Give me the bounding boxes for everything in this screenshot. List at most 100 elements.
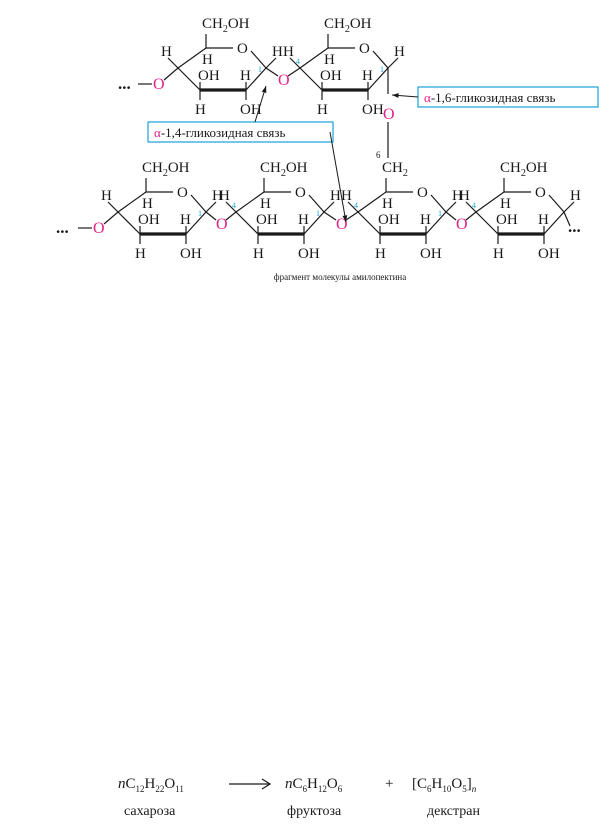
bond-line — [289, 57, 301, 69]
callout-label: α-1,4-гликозидная связь — [154, 125, 286, 140]
ch2oh-label: CH2OH — [260, 160, 308, 179]
glycosidic-oxygen: O — [153, 76, 165, 93]
ch2oh-label: CH2OH — [202, 16, 250, 35]
sucrose-label: сахароза — [124, 804, 176, 819]
bond-line — [465, 201, 477, 213]
oh-label: OH — [320, 68, 342, 84]
bond-line — [475, 191, 505, 213]
h-label: H — [219, 188, 230, 204]
h-label: H — [212, 188, 223, 204]
bond-line — [235, 191, 265, 213]
h-label: H — [101, 188, 112, 204]
oh-label: OH — [362, 102, 384, 118]
bond-line — [177, 47, 207, 69]
sucrose-formula: nC12H22O11 — [118, 776, 184, 794]
oh-label: OH — [180, 246, 202, 262]
oh-label: OH — [538, 246, 560, 262]
carbon-number-1: 1 — [438, 209, 442, 218]
bond-line — [205, 201, 217, 213]
bond-line — [205, 211, 217, 221]
reaction-arrow-icon — [229, 778, 271, 790]
bond-line — [357, 211, 381, 235]
h-label: H — [538, 212, 549, 228]
oh-label: OH — [198, 68, 220, 84]
bond-line — [107, 201, 119, 213]
bond-line — [387, 57, 399, 69]
oh-label: OH — [138, 212, 160, 228]
bond-line — [465, 211, 477, 221]
bond-line — [177, 67, 201, 91]
h-label: H — [382, 196, 393, 212]
glycosidic-oxygen: O — [216, 216, 228, 233]
plus-sign: + — [385, 776, 394, 792]
h-label: H — [452, 188, 463, 204]
glycosidic-oxygen: O — [336, 216, 348, 233]
bond-line — [235, 211, 259, 235]
bond-line — [103, 211, 119, 225]
fructose-label: фруктоза — [287, 804, 342, 819]
ring-oxygen-label: O — [535, 185, 546, 201]
ellipsis-right: ... — [568, 217, 581, 236]
callout-arrow-1-6-icon — [391, 93, 419, 98]
ch2oh-label: CH2OH — [324, 16, 372, 35]
carbon-number-4: 4 — [296, 57, 300, 66]
glycosidic-oxygen-label: O — [278, 72, 290, 89]
bond-line — [372, 50, 389, 69]
bond-line — [265, 67, 279, 77]
h-label: H — [253, 246, 264, 262]
bond-line — [430, 194, 447, 213]
bond-line — [548, 194, 565, 213]
h-label: H — [272, 44, 283, 60]
h-label: H — [500, 196, 511, 212]
bond-line — [303, 211, 325, 235]
ch2oh-label: CH2OH — [142, 160, 190, 179]
bond-line — [308, 194, 325, 213]
h-label: H — [298, 212, 309, 228]
callout-arrow-1-4-bottom-icon — [329, 131, 348, 223]
carbon-number-4: 4 — [232, 201, 236, 210]
callout-alpha-1-4: α-1,4-гликозидная связь — [147, 121, 334, 143]
h-label: H — [202, 52, 213, 68]
diagram-caption: фрагмент молекулы амилопектина — [274, 272, 406, 282]
carbon-number-1: 1 — [258, 65, 262, 74]
bond-line — [163, 67, 179, 81]
bond-line — [245, 67, 267, 91]
bond-line — [265, 57, 277, 69]
ring-oxygen-label: O — [177, 185, 188, 201]
h-label: H — [161, 44, 172, 60]
h-label: H — [142, 196, 153, 212]
callout-arrow-1-4-top-icon — [254, 85, 267, 123]
h-label: H — [240, 68, 251, 84]
oh-label: OH — [420, 246, 442, 262]
bond-line — [563, 211, 571, 227]
bond-line — [543, 211, 565, 235]
h-label: H — [493, 246, 504, 262]
bond-line — [167, 57, 179, 69]
glycosidic-oxygen-label: O — [456, 216, 468, 233]
bond-line — [345, 211, 359, 221]
carbon-number-4: 4 — [472, 201, 476, 210]
bond-line — [299, 67, 323, 91]
ellipsis-left: ... — [118, 74, 131, 93]
h-label: H — [324, 52, 335, 68]
dextran-label: декстран — [427, 804, 480, 819]
bond-line — [299, 47, 329, 69]
callout-box — [147, 121, 334, 143]
bond-line — [323, 201, 335, 213]
bond-line — [563, 201, 575, 213]
ch2-label: CH2 — [382, 160, 408, 179]
oh-label: OH — [496, 212, 518, 228]
h-label: H — [317, 102, 328, 118]
h-label: H — [362, 68, 373, 84]
glycosidic-oxygen-label: O — [93, 220, 105, 237]
bond-line — [117, 211, 141, 235]
glycosidic-oxygen: O — [93, 220, 105, 237]
glycosidic-oxygen-label: O — [216, 216, 228, 233]
glycosidic-oxygen: O — [456, 216, 468, 233]
bond-line — [347, 201, 359, 213]
